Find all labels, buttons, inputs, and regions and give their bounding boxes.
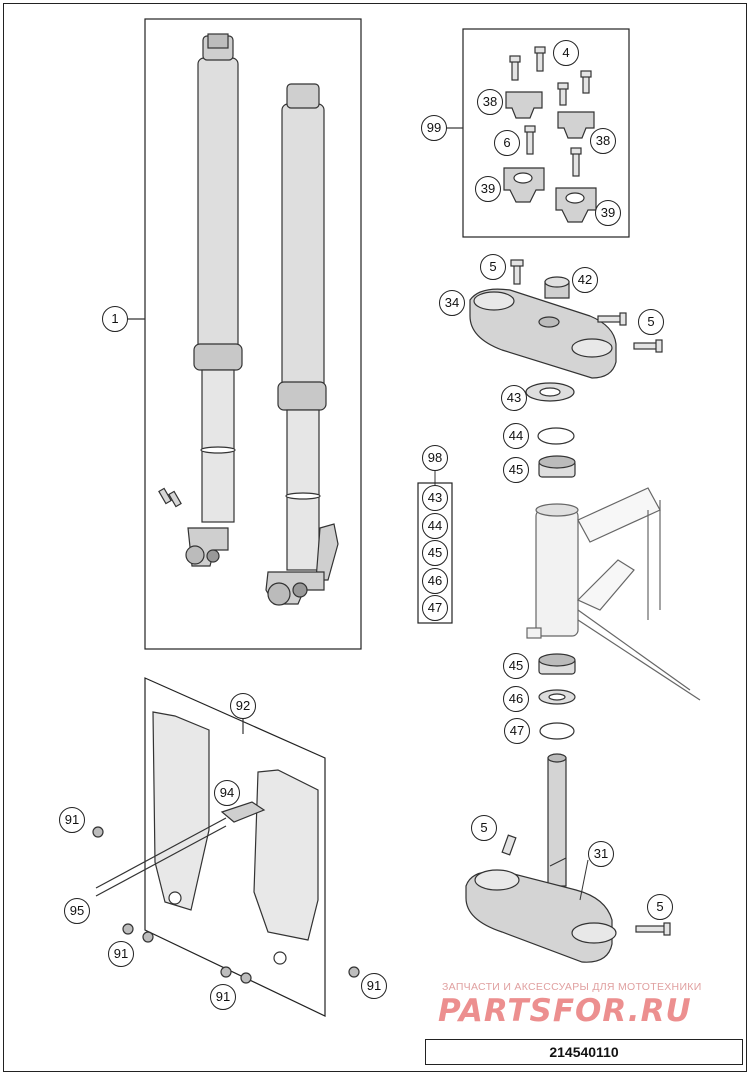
callout-91: 91 (210, 984, 236, 1010)
axle-clamp-bolts-left (158, 487, 182, 508)
watermark-logo: PARTSFOR.RU (438, 993, 692, 1029)
kit-98-item-45: 45 (422, 540, 448, 566)
callout-5: 5 (480, 254, 506, 280)
diagram-frame (3, 3, 747, 1072)
callout-39: 39 (595, 200, 621, 226)
guard-screws (92, 826, 360, 984)
kit-98-item-43: 43 (422, 485, 448, 511)
callout-38: 38 (590, 128, 616, 154)
callout-43: 43 (501, 385, 527, 411)
kit-98-item-44: 44 (422, 513, 448, 539)
callout-46: 46 (503, 686, 529, 712)
bearing-stack-lower (538, 653, 576, 740)
callout-38: 38 (477, 89, 503, 115)
fork-assembly-box (144, 18, 362, 650)
upper-triple-clamp (469, 288, 617, 379)
fork-guards (152, 711, 319, 965)
kit-98-item-46: 46 (422, 568, 448, 594)
callout-92: 92 (230, 693, 256, 719)
callout-44: 44 (503, 423, 529, 449)
callout-42: 42 (572, 267, 598, 293)
callout-31: 31 (588, 841, 614, 867)
clamp-bolts (509, 46, 592, 177)
drawing-number: 214540110 (425, 1039, 743, 1065)
callout-99: 99 (421, 115, 447, 141)
frame-head-tube (526, 487, 701, 701)
callout-91: 91 (108, 941, 134, 967)
kit-98-box (417, 482, 453, 624)
bearing-stack-upper (525, 382, 576, 478)
callout-5: 5 (638, 309, 664, 335)
callout-5: 5 (647, 894, 673, 920)
callout-1: 1 (102, 306, 128, 332)
callout-94: 94 (214, 780, 240, 806)
callout-45: 45 (503, 653, 529, 679)
callout-34: 34 (439, 290, 465, 316)
callout-91: 91 (59, 807, 85, 833)
lower-triple-clamp (465, 753, 617, 963)
handlebar-clamps (503, 91, 597, 223)
kit-98-item-47: 47 (422, 595, 448, 621)
clamp-kit-box (462, 28, 630, 238)
callout-95: 95 (64, 898, 90, 924)
lower-clamp-bolts (501, 834, 671, 936)
callout-47: 47 (504, 718, 530, 744)
callout-4: 4 (553, 40, 579, 66)
watermark-tagline: ЗАПЧАСТИ И АКСЕССУАРЫ ДЛЯ МОТОТЕХНИКИ (442, 981, 702, 993)
guard-bracket (95, 801, 266, 897)
callout-39: 39 (475, 176, 501, 202)
callout-5: 5 (471, 815, 497, 841)
callout-98: 98 (422, 445, 448, 471)
fork-guard-panel-outline (144, 677, 326, 1017)
top-nut (544, 276, 570, 299)
triple-clamp-bolts (510, 259, 663, 353)
callout-45: 45 (503, 457, 529, 483)
callout-6: 6 (494, 130, 520, 156)
right-fork-leg (265, 83, 339, 606)
left-fork-leg (185, 33, 243, 567)
callout-91: 91 (361, 973, 387, 999)
